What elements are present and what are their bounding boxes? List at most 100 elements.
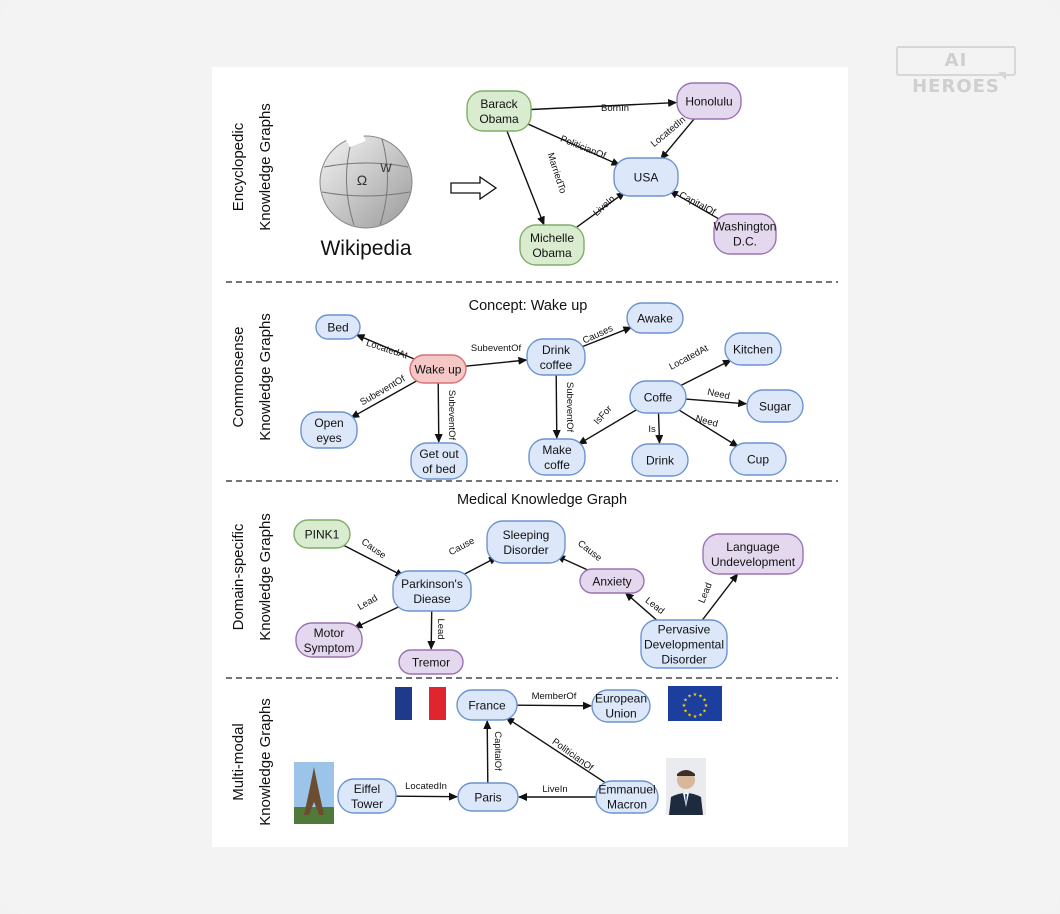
edge-label: Lead bbox=[435, 618, 446, 639]
figure-panel: Encyclopedic Knowledge Graphs Commonsens… bbox=[212, 67, 848, 847]
node-label: Barack bbox=[480, 97, 518, 111]
france-flag-icon bbox=[395, 687, 446, 720]
node-label: Parkinson's bbox=[401, 577, 463, 591]
edge-label: IsFor bbox=[592, 404, 615, 427]
edge-washington-to-usa bbox=[669, 190, 723, 222]
transform-arrow-icon bbox=[450, 175, 498, 201]
edge-label: BornIn bbox=[601, 103, 629, 114]
eu-star-icon: ★ bbox=[687, 694, 692, 700]
node-shape bbox=[629, 380, 687, 414]
node-awake: Awake bbox=[626, 302, 684, 334]
node-label: Coffe bbox=[644, 390, 673, 404]
svg-text:Knowledge Graphs: Knowledge Graphs bbox=[257, 313, 274, 441]
node-usa: USA bbox=[613, 157, 679, 197]
svg-text:W: W bbox=[380, 161, 392, 175]
svg-text:Knowledge Graphs: Knowledge Graphs bbox=[257, 103, 274, 231]
section-label-commonsense: Commonsense Knowledge Graphs bbox=[230, 313, 274, 441]
node-shape bbox=[486, 520, 566, 564]
eu-star-icon: ★ bbox=[698, 713, 703, 719]
edge-coffe-to-make_coffe bbox=[577, 407, 639, 445]
node-label: Developmental bbox=[644, 637, 724, 651]
edge-label: SubeventOf bbox=[446, 390, 457, 441]
eu-star-icon: ★ bbox=[698, 694, 703, 700]
node-label: Kitchen bbox=[733, 342, 773, 356]
edge-pervasive-to-language bbox=[700, 573, 739, 623]
node-label: D.C. bbox=[733, 234, 757, 248]
edge-parkinsons-to-tremor bbox=[427, 610, 436, 650]
node-label: Tremor bbox=[412, 655, 450, 669]
node-label: USA bbox=[634, 170, 659, 184]
knowledge-graph-diagram: Encyclopedic Knowledge Graphs Commonsens… bbox=[226, 82, 838, 826]
node-france: France bbox=[456, 689, 518, 721]
svg-text:Domain-specific: Domain-specific bbox=[230, 523, 247, 630]
edge-label: Causes bbox=[581, 323, 615, 347]
eu-star-icon: ★ bbox=[693, 714, 698, 720]
node-label: Macron bbox=[607, 797, 647, 811]
node-label: Anxiety bbox=[592, 574, 631, 588]
node-shape bbox=[456, 689, 518, 721]
svg-text:Encyclopedic: Encyclopedic bbox=[230, 122, 247, 211]
node-shape bbox=[519, 224, 585, 266]
edge-label: PoliticianOf bbox=[559, 134, 608, 162]
node-shape bbox=[591, 689, 651, 723]
node-label: Language bbox=[726, 540, 780, 554]
node-shape bbox=[595, 780, 659, 814]
node-shape bbox=[398, 649, 464, 675]
node-label: Emmanuel bbox=[598, 782, 655, 796]
edge-label: CapitalOf bbox=[677, 190, 717, 218]
edge-label: SubeventOf bbox=[471, 343, 522, 354]
eu-star-icon: ★ bbox=[704, 703, 709, 709]
edge-wake_up-to-drink_coffee bbox=[465, 356, 528, 367]
eu-star-icon: ★ bbox=[702, 709, 707, 715]
node-label: Awake bbox=[637, 311, 673, 325]
node-shape bbox=[724, 332, 782, 366]
edge-label: Lead bbox=[356, 593, 380, 613]
edge-label: Lead bbox=[697, 581, 715, 605]
node-shape bbox=[626, 302, 684, 334]
edge-anxiety-to-sleeping bbox=[555, 555, 592, 573]
node-label: Symptom bbox=[304, 641, 355, 655]
edge-macron-to-france bbox=[505, 717, 609, 785]
section-label-multi-modal: Multi-modal Knowledge Graphs bbox=[230, 698, 274, 826]
node-label: Michelle bbox=[530, 231, 574, 245]
eu-star-icon: ★ bbox=[683, 709, 688, 715]
edge-label: LocatedIn bbox=[649, 114, 688, 149]
edge-label: Is bbox=[648, 424, 656, 435]
node-label: Open bbox=[314, 416, 343, 430]
node-label: of bed bbox=[422, 462, 455, 476]
brand-logo: AI HEROES bbox=[896, 46, 1016, 97]
node-tremor: Tremor bbox=[398, 649, 464, 675]
edge-wake_up-to-open_eyes bbox=[350, 378, 420, 419]
node-label: Sugar bbox=[759, 399, 791, 413]
node-label: Cup bbox=[747, 452, 769, 466]
node-shape bbox=[409, 354, 467, 384]
wikipedia-globe-icon: Ω W bbox=[319, 129, 413, 229]
edge-honolulu-to-usa bbox=[660, 116, 697, 160]
edge-label: MemberOf bbox=[532, 691, 577, 702]
node-shape bbox=[631, 443, 689, 477]
edge-label: CapitalOf bbox=[492, 731, 503, 771]
node-label: Drink bbox=[646, 453, 675, 467]
edge-label: SubeventOf bbox=[564, 382, 575, 433]
node-label: Get out bbox=[419, 447, 459, 461]
node-label: eyes bbox=[316, 431, 341, 445]
node-label: Eiffel bbox=[354, 782, 380, 796]
node-label: Tower bbox=[351, 797, 383, 811]
node-shape bbox=[466, 90, 532, 132]
node-label: European bbox=[595, 691, 647, 705]
edge-france-to-eu bbox=[516, 701, 592, 710]
edge-label: PoliticianOf bbox=[550, 736, 596, 773]
medical-title: Medical Knowledge Graph bbox=[457, 492, 627, 508]
edge-obama-to-michelle bbox=[506, 130, 545, 226]
node-label: Washington bbox=[714, 219, 777, 233]
node-shape bbox=[579, 568, 645, 594]
